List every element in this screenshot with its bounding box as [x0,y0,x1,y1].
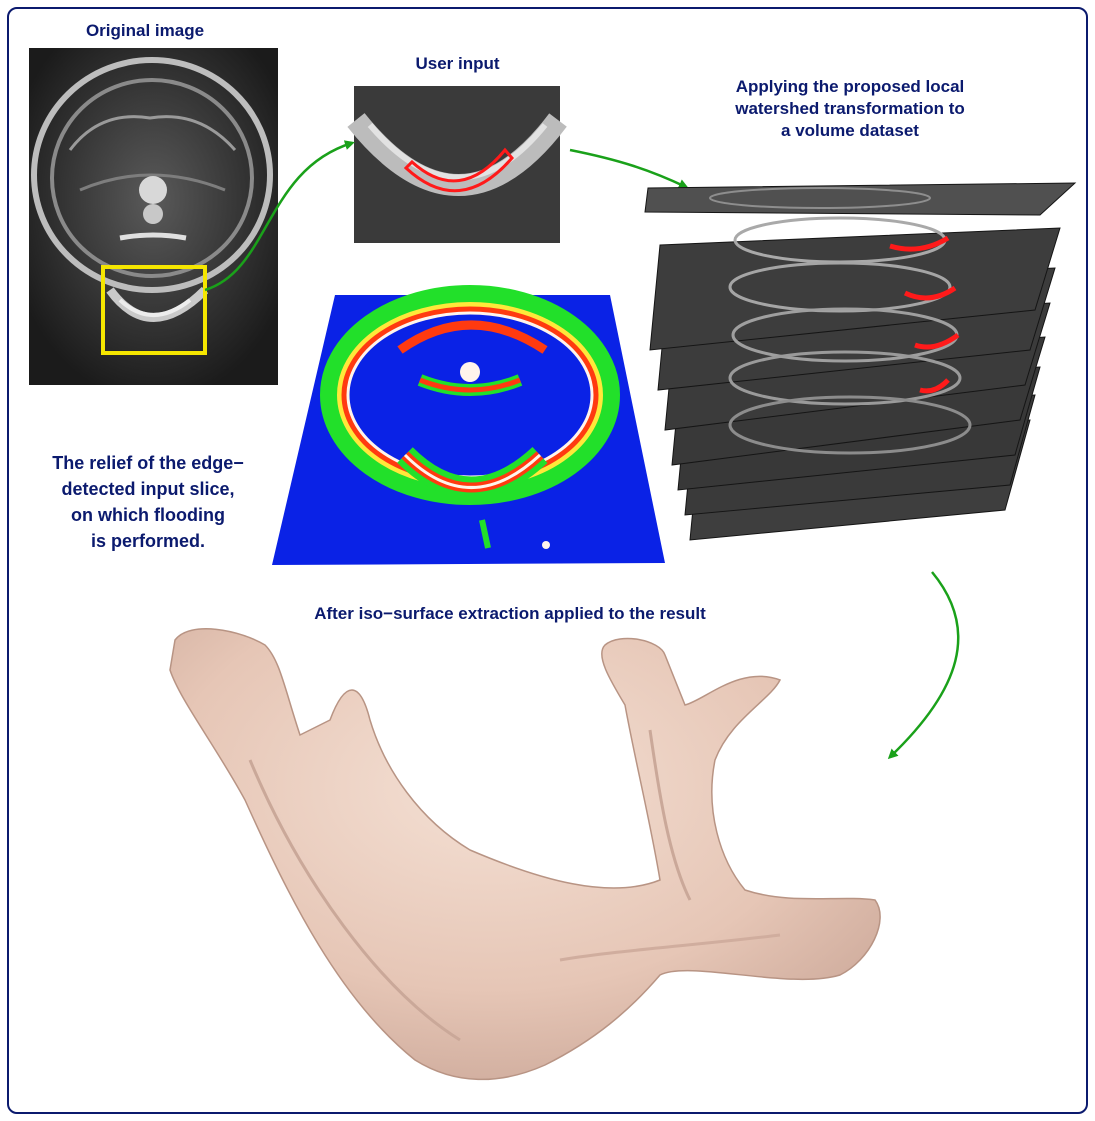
relief-surface [272,295,665,565]
volume-slice-stack [645,183,1075,540]
jaw-iso-surface [170,629,880,1080]
original-ct-image [29,48,278,385]
arrow-input-to-volume [570,150,686,187]
arrow-volume-to-surface [890,572,958,757]
user-input-image [354,86,560,243]
